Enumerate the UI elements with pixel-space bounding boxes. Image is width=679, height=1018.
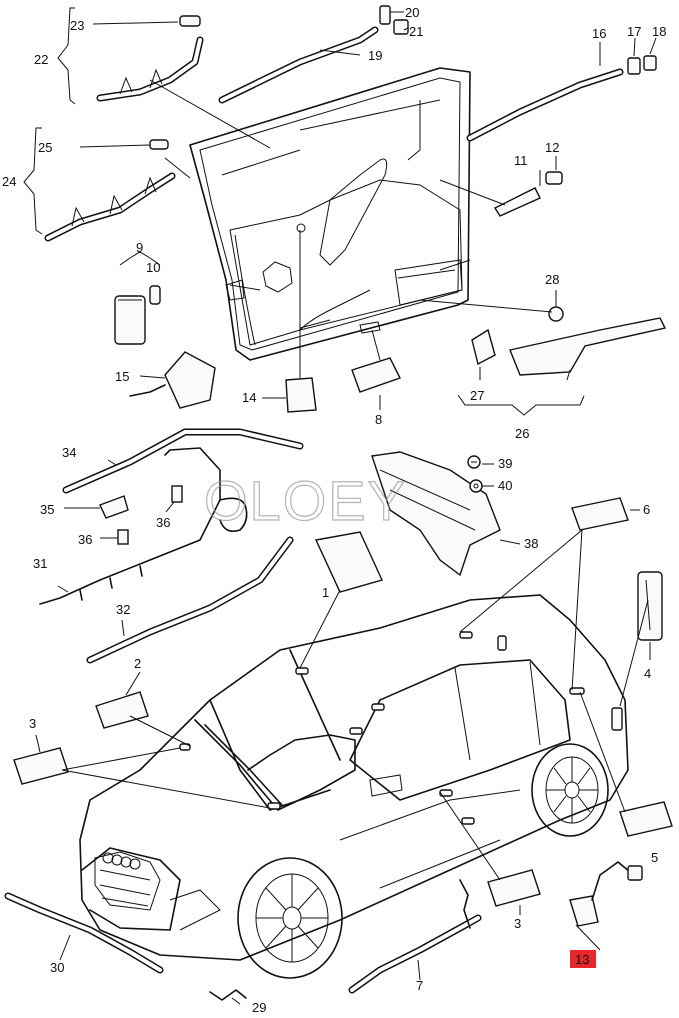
wire-29 (209, 989, 247, 1001)
connector-17 (627, 57, 641, 75)
leader-lines (23, 7, 657, 1005)
callout-36-left: 36 (78, 532, 92, 547)
callout-40: 40 (498, 478, 512, 493)
door-trim-panel (189, 67, 471, 361)
callout-13: 13 (575, 952, 589, 967)
lamp-8 (351, 357, 401, 393)
lamp-23 (179, 15, 201, 27)
lamp-14 (285, 377, 317, 413)
lamp-11 (493, 187, 541, 217)
ambient-strip-22 (96, 36, 204, 102)
connector-20 (379, 5, 391, 25)
callout-24: 24 (2, 174, 16, 189)
callout-26: 26 (515, 426, 529, 441)
callout-17: 17 (627, 24, 641, 39)
bulb-10 (149, 285, 161, 305)
sill-strip-7 (348, 914, 482, 994)
callout-11: 11 (514, 153, 528, 168)
lamp-6 (571, 497, 629, 531)
trim-26 (509, 317, 667, 376)
callout-3-left: 3 (29, 716, 36, 731)
rear-wheel (531, 743, 609, 837)
callout-28: 28 (545, 272, 559, 287)
lamp-5 (619, 801, 673, 837)
roof-harness (194, 719, 356, 811)
lamp-housing-9 (114, 295, 146, 345)
callout-9: 9 (136, 240, 143, 255)
screw-36b (117, 529, 129, 545)
wire-harness-lower (459, 879, 471, 929)
connector-21 (393, 19, 409, 35)
callout-7: 7 (416, 978, 423, 993)
lamp-3-right (487, 869, 541, 907)
callout-30: 30 (50, 960, 64, 975)
light-strip-30 (4, 892, 164, 974)
callout-27: 27 (470, 388, 484, 403)
sensor-13 (569, 861, 643, 927)
callout-23: 23 (70, 18, 84, 33)
callout-29: 29 (252, 1000, 266, 1015)
lamp-3-left (13, 747, 69, 785)
screw-36 (171, 485, 183, 503)
ambient-strip-32 (86, 536, 294, 664)
callout-3-right: 3 (514, 916, 521, 931)
callout-22: 22 (34, 52, 48, 67)
callout-36: 36 (156, 515, 170, 530)
ambient-strip-24 (44, 172, 176, 242)
washer-40 (469, 479, 483, 493)
bulb-12 (545, 171, 563, 185)
light-4 (637, 571, 663, 641)
callout-39: 39 (498, 456, 512, 471)
lamp-markers (179, 631, 623, 825)
callout-8: 8 (375, 412, 382, 427)
screw-39 (467, 455, 481, 469)
callout-31: 31 (33, 556, 47, 571)
callout-2: 2 (134, 656, 141, 671)
wiring-harness-33 (39, 447, 248, 605)
lamp-25 (149, 139, 169, 150)
callout-6: 6 (643, 502, 650, 517)
callout-20: 20 (405, 5, 419, 20)
callout-16: 16 (592, 26, 606, 41)
callout-21: 21 (409, 24, 423, 39)
clip-28 (548, 306, 564, 322)
lamp-holder-38 (371, 451, 501, 577)
lamp-2 (95, 691, 149, 729)
callout-32: 32 (116, 602, 130, 617)
callout-14: 14 (242, 390, 256, 405)
callout-35: 35 (40, 502, 54, 517)
front-wheel (237, 857, 343, 979)
trim-strip-16 (466, 68, 624, 142)
lamp-35 (99, 495, 129, 519)
watermark: OLOEY (204, 469, 407, 532)
callout-13-highlight (570, 950, 596, 968)
callout-18: 18 (652, 24, 666, 39)
callout-15: 15 (115, 369, 129, 384)
callout-labels: 23 22 20 21 19 16 17 18 25 24 12 11 9 10… (2, 5, 666, 1015)
callout-34: 34 (62, 445, 76, 460)
connector-27 (471, 328, 496, 366)
callout-25: 25 (38, 140, 52, 155)
connector-18 (643, 55, 657, 71)
callout-1: 1 (322, 585, 329, 600)
callout-5: 5 (651, 850, 658, 865)
dome-lamp-1 (314, 531, 383, 593)
callout-38: 38 (524, 536, 538, 551)
control-unit-15 (129, 351, 216, 409)
trim-strip-19 (218, 26, 379, 104)
vehicle-body (79, 594, 629, 961)
callout-19: 19 (368, 48, 382, 63)
callout-10: 10 (146, 260, 160, 275)
callout-12: 12 (545, 140, 559, 155)
light-guide-34 (62, 428, 304, 494)
callout-4: 4 (644, 666, 651, 681)
